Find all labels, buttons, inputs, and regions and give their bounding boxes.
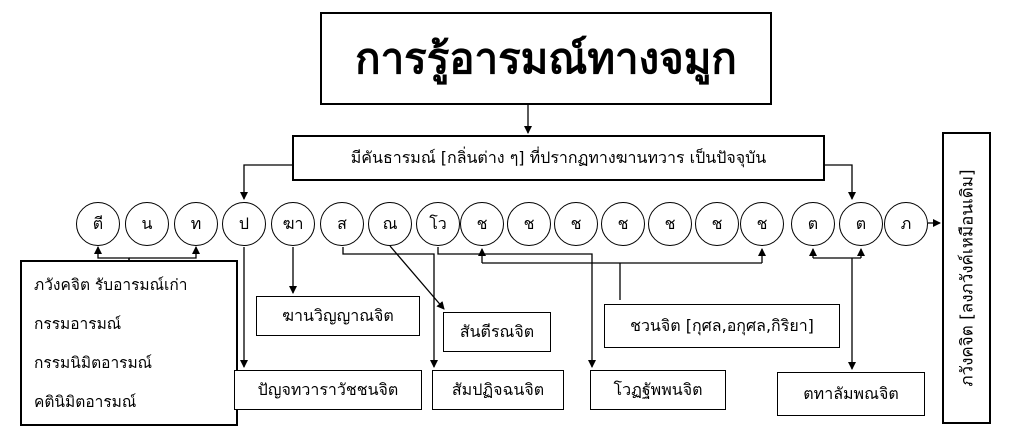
object-box: มีคันธารมณ์ [กลิ่นต่าง ๆ] ที่ปรากฏทางฆาน…: [292, 135, 825, 181]
citta-ta-1: ต: [791, 202, 835, 246]
arrow-object-to-pa: [240, 164, 292, 200]
citta-ti: ตี: [76, 202, 120, 246]
santirana-label: สันตีรณจิต: [443, 312, 551, 352]
diagram-title: การรู้อารมณ์ทางจมูก: [355, 33, 737, 83]
citta-cha-4: ช: [601, 202, 645, 246]
citta-vo: โว: [416, 202, 460, 246]
sampati-label: สัมปฏิจฉนจิต: [432, 370, 564, 410]
citta-ta-2: ต: [839, 202, 883, 246]
citta-tha: ท: [174, 202, 218, 246]
citta-pa: ป: [222, 202, 266, 246]
left-box-line-2: กรรมอารมณ์: [34, 315, 122, 333]
arrow-left-to-ti: [94, 246, 130, 260]
left-box-line-4: คตินิมิตอารมณ์: [34, 393, 137, 411]
panca-label: ปัญจทวาราวัชชนจิต: [234, 370, 422, 410]
arrow-na-to-santirana: [389, 245, 445, 310]
votthapana-label: โวฏฐัพพนจิต: [590, 370, 726, 410]
arrow-sa-to-sampati: [342, 247, 438, 368]
tadalambana-label: ตทาลัมพณจิต: [777, 372, 925, 416]
arrow-left-to-tha: [129, 246, 200, 259]
citta-cha-7: ช: [740, 202, 784, 246]
ghana-label: ฆานวิญญาณจิต: [256, 296, 420, 336]
title-box: การรู้อารมณ์ทางจมูก: [320, 12, 772, 105]
left-box-line-1: ภวังคจิต รับอารมณ์เก่า: [34, 276, 188, 294]
citta-cha-5: ช: [648, 202, 692, 246]
citta-na-2: ณ: [368, 202, 412, 246]
bhavanga-side-text: ภวังคจิต [ลงภวังค์เหมือนเดิม]: [957, 169, 977, 387]
citta-cha-6: ช: [695, 202, 739, 246]
bhavanga-object-box: ภวังคจิต รับอารมณ์เก่า กรรมอารมณ์ กรรมนิ…: [20, 260, 238, 426]
citta-kha: ฆา: [271, 202, 315, 246]
object-text: มีคันธารมณ์ [กลิ่นต่าง ๆ] ที่ปรากฏทางฆาน…: [350, 147, 767, 167]
left-box-line-3: กรรมนิมิตอารมณ์: [34, 354, 153, 372]
arrow-vo-to-votthapana: [437, 247, 596, 368]
citta-cha-3: ช: [554, 202, 598, 246]
javana-label: ชวนจิต [กุศล,อกุศล,กิริยา]: [604, 304, 840, 348]
bhavanga-side-box: ภวังคจิต [ลงภวังค์เหมือนเดิม]: [942, 132, 991, 424]
citta-na: น: [125, 202, 169, 246]
citta-sa: ส: [320, 202, 364, 246]
citta-bha: ภ: [884, 202, 928, 246]
citta-cha-1: ช: [460, 202, 504, 246]
citta-cha-2: ช: [507, 202, 551, 246]
